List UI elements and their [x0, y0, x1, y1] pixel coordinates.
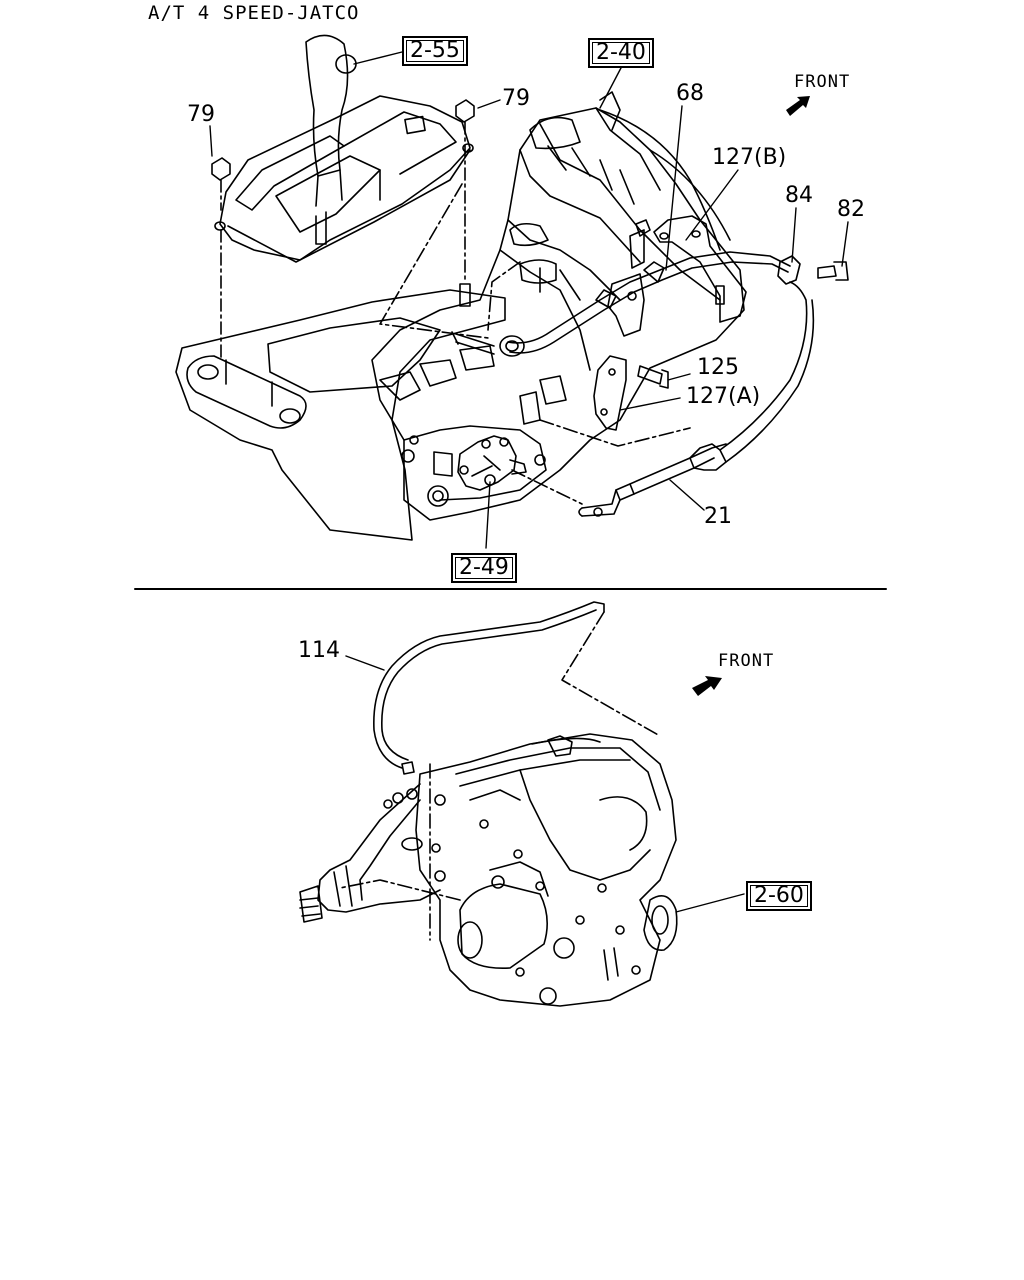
nut-79-left	[211, 157, 231, 211]
extension-housing	[317, 783, 441, 913]
output-spline	[299, 885, 323, 923]
bracket-127a	[593, 355, 627, 431]
bracket-127b	[653, 215, 747, 323]
part-21[interactable]: 21	[704, 504, 732, 529]
part-127b[interactable]: 127(B)	[712, 145, 787, 170]
vent-hose-114	[373, 601, 605, 769]
ref-2-49[interactable]: 2-49	[451, 553, 517, 583]
front-arrow-bottom-icon	[692, 676, 722, 696]
part-79-left[interactable]: 79	[187, 102, 215, 127]
bracket-68	[607, 273, 645, 337]
clip-84	[777, 255, 801, 285]
transmission-case	[371, 107, 745, 521]
rear-flange	[643, 894, 678, 951]
case-bolts	[383, 788, 641, 977]
shifter-housing	[219, 95, 471, 261]
part-127a[interactable]: 127(A)	[686, 384, 761, 409]
bolt-125	[637, 365, 669, 389]
transfer-case	[415, 733, 677, 1007]
ref-2-40[interactable]: 2-40	[588, 38, 654, 68]
part-114[interactable]: 114	[298, 638, 340, 663]
part-79-right[interactable]: 79	[502, 86, 530, 111]
front-label-bottom: FRONT	[718, 651, 775, 671]
part-68[interactable]: 68	[676, 81, 704, 106]
shift-knob	[305, 34, 349, 177]
floor-tunnel-plate	[175, 289, 506, 541]
shift-motor	[459, 883, 548, 970]
manual-shaft-lever	[457, 435, 517, 491]
part-82[interactable]: 82	[837, 197, 865, 222]
ref-2-55[interactable]: 2-55	[402, 36, 468, 66]
nut-79-right	[455, 99, 475, 281]
front-arrow-top-icon	[786, 96, 810, 116]
front-label-top: FRONT	[794, 72, 851, 92]
floor-tunnel-inner	[267, 317, 441, 393]
ref-2-60[interactable]: 2-60	[746, 881, 812, 911]
part-125[interactable]: 125	[697, 355, 739, 380]
diagram-title: A/T 4 SPEED-JATCO	[148, 2, 360, 24]
shift-cable	[581, 443, 727, 509]
part-84[interactable]: 84	[785, 183, 813, 208]
bolt-82	[817, 261, 849, 281]
